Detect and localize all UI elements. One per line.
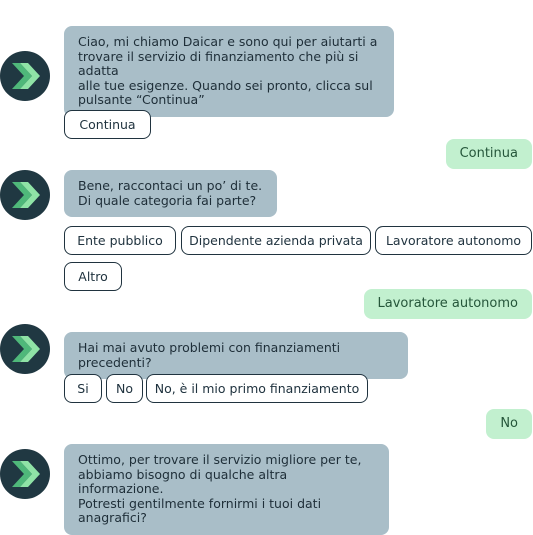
option-lavoratore-autonomo-button[interactable]: Lavoratore autonomo	[375, 226, 532, 255]
daicar-logo-icon	[12, 182, 40, 208]
user-message: No	[486, 409, 532, 439]
bot-message: Hai mai avuto problemi con finanziamenti…	[64, 332, 408, 379]
bot-message: Ottimo, per trovare il servizio migliore…	[64, 444, 389, 535]
option-altro-button[interactable]: Altro	[64, 262, 122, 291]
option-primo-finanziamento-button[interactable]: No, è il mio primo finanziamento	[146, 374, 368, 403]
option-si-button[interactable]: Si	[64, 374, 102, 403]
daicar-logo-icon	[12, 336, 40, 362]
option-continua-button[interactable]: Continua	[64, 110, 151, 139]
bot-avatar	[0, 51, 50, 101]
user-message: Lavoratore autonomo	[363, 289, 532, 319]
option-ente-pubblico-button[interactable]: Ente pubblico	[64, 226, 176, 255]
daicar-logo-icon	[12, 461, 40, 487]
bot-message: Ciao, mi chiamo Daicar e sono qui per ai…	[64, 26, 394, 117]
user-message: Continua	[445, 139, 532, 169]
bot-message: Bene, raccontaci un po’ di te. Di quale …	[64, 170, 277, 217]
option-no-button[interactable]: No	[106, 374, 143, 403]
bot-avatar	[0, 449, 50, 499]
daicar-logo-icon	[12, 63, 40, 89]
bot-avatar	[0, 170, 50, 220]
option-dipendente-button[interactable]: Dipendente azienda privata	[181, 226, 371, 255]
bot-avatar	[0, 324, 50, 374]
